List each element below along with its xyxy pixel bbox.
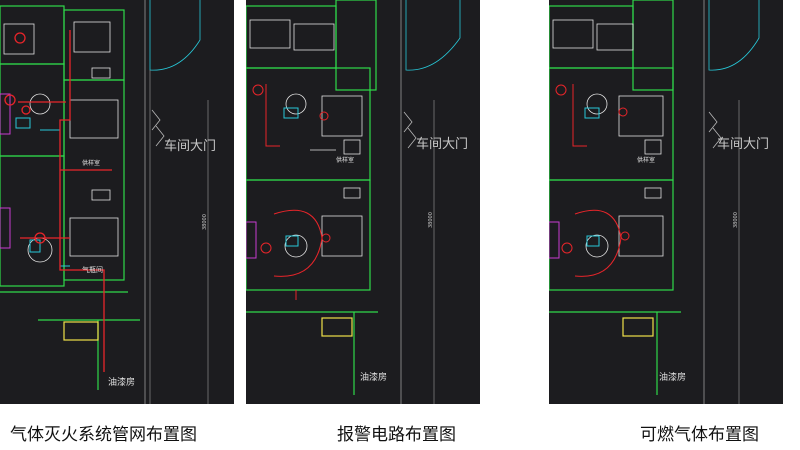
dimension-value: 38000 [428, 212, 434, 228]
gate-label: 车间大门 [717, 136, 769, 152]
magenta-equipment [0, 93, 11, 249]
extinguishing-pipe [4, 30, 112, 372]
road-arc [405, 0, 461, 71]
equipment-group [3, 21, 119, 263]
equipment-group [552, 19, 664, 258]
gate-label: 车间大门 [164, 138, 216, 154]
drawing-panel-combustible-gas: 车间大门 油漆房 供样室 38000 [549, 0, 783, 404]
cad-drawing: 车间大门 油漆房 供样室 38000 [549, 0, 769, 404]
magenta-equipment [246, 221, 257, 259]
gas-detector-lines [555, 84, 630, 277]
paint-room-label: 油漆房 [659, 371, 686, 383]
magenta-equipment [549, 221, 560, 259]
caption-combustible-gas: 可燃气体布置图 [640, 425, 759, 445]
alarm-circuit [252, 84, 331, 300]
drawing-panel-gas-suppression: 车间大门 气瓶间 油漆房 供样室 38000 [0, 0, 234, 404]
equipment-group [249, 19, 363, 258]
road-arc [149, 0, 201, 71]
drawing-panel-alarm-circuit: 车间大门 油漆房 供样室 38000 [246, 0, 480, 404]
caption-alarm-circuit: 报警电路布置图 [337, 425, 456, 445]
door-symbol [708, 111, 722, 149]
dimension-value: 38000 [733, 212, 739, 228]
paint-room-label: 油漆房 [108, 376, 135, 388]
door-symbol [403, 111, 417, 149]
sample-room-label: 供样室 [82, 159, 100, 167]
gas-room-label: 气瓶间 [82, 265, 103, 274]
road-arc [708, 0, 760, 71]
door-symbol [151, 109, 165, 147]
cad-drawing: 车间大门 油漆房 供样室 38000 [246, 0, 468, 404]
paint-room-label: 油漆房 [360, 371, 387, 383]
wall-outline [246, 0, 378, 395]
cyan-marks [584, 107, 600, 247]
cad-drawing: 车间大门 气瓶间 油漆房 供样室 38000 [0, 0, 216, 404]
dimension-value: 38000 [202, 214, 208, 230]
wall-outline [0, 5, 140, 390]
gate-label: 车间大门 [416, 136, 468, 152]
sample-room-label: 供样室 [336, 156, 354, 164]
sample-room-label: 供样室 [637, 156, 655, 164]
cyan-marks [15, 117, 70, 267]
cyan-marks [283, 107, 299, 247]
caption-gas-suppression: 气体灭火系统管网布置图 [10, 425, 197, 445]
